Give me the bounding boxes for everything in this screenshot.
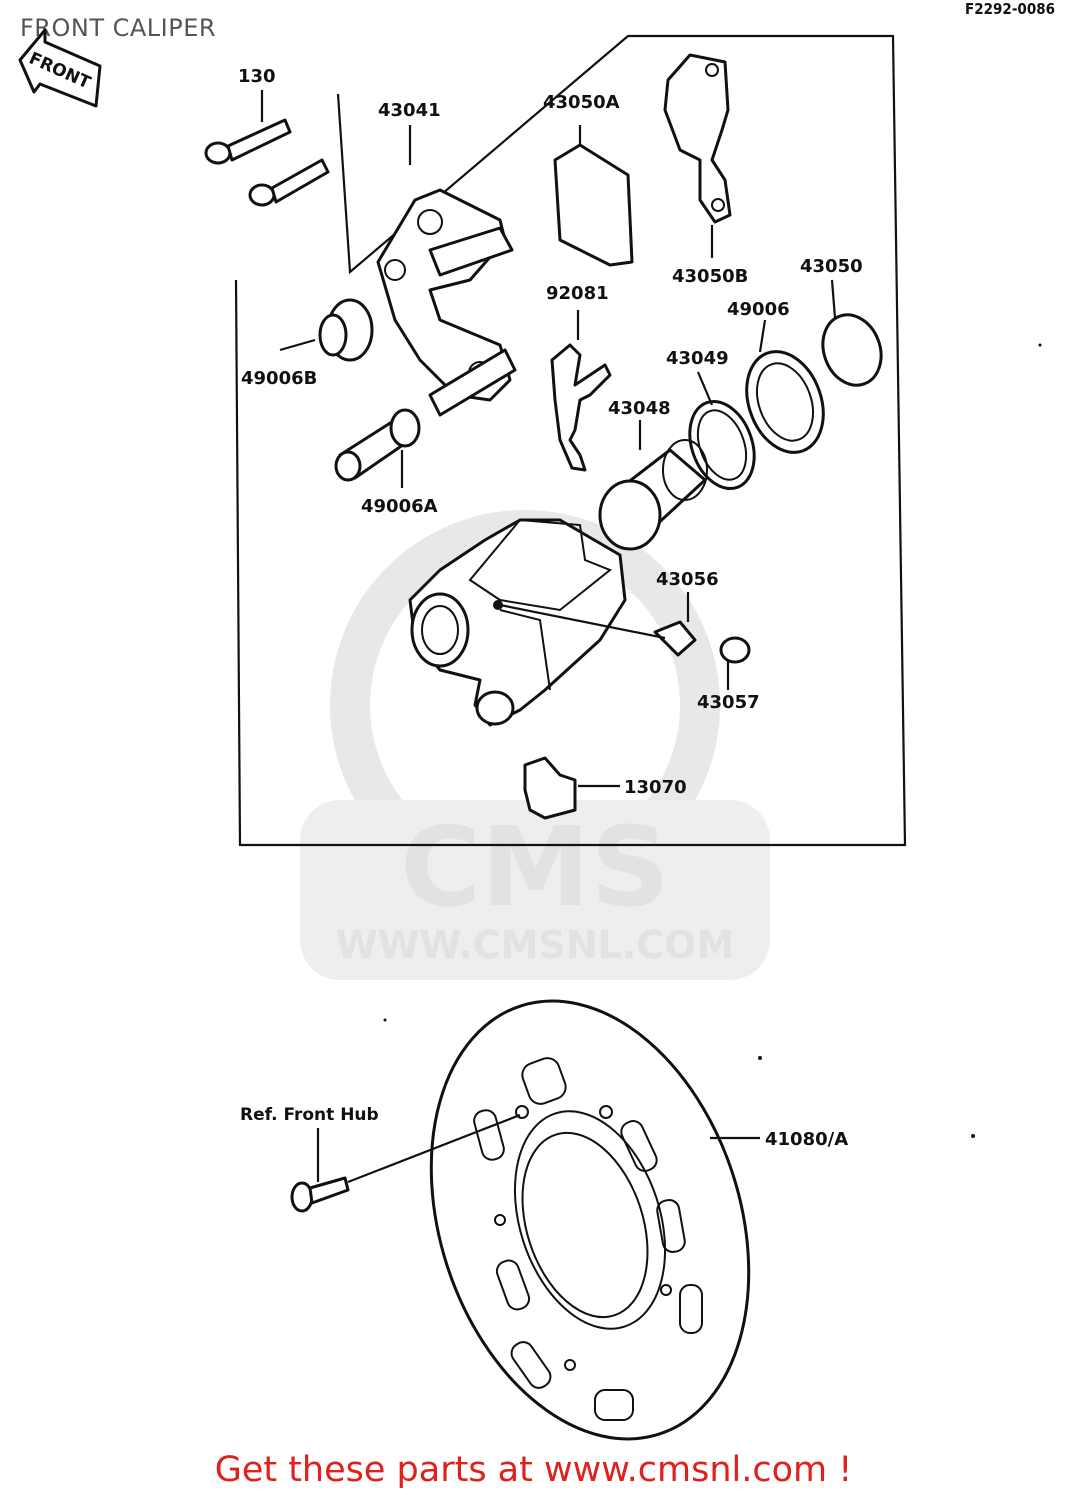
label-43050: 43050 bbox=[800, 256, 863, 277]
label-43041: 43041 bbox=[378, 100, 441, 121]
piston-cap-43050-icon bbox=[821, 279, 883, 387]
label-43049: 43049 bbox=[666, 348, 729, 369]
label-43056: 43056 bbox=[656, 569, 719, 590]
assembly-boundary bbox=[234, 34, 907, 847]
label-92081: 92081 bbox=[546, 283, 609, 304]
pad-spring-92081-icon bbox=[550, 310, 612, 472]
bolt-130-icon bbox=[204, 90, 330, 207]
brake-pad-43050A-icon bbox=[553, 125, 634, 267]
bleeder-valve-43056-icon bbox=[499, 592, 697, 657]
watermark-brand: CMS bbox=[400, 803, 669, 931]
parts-diagram: CMS WWW.CMSNL.COM FRONT bbox=[18, 28, 1042, 1441]
bleeder-cap-43057-icon bbox=[719, 636, 751, 690]
piston-43048-icon bbox=[598, 420, 708, 551]
part-labels: 130 43041 43050A 43050B 43050 92081 4900… bbox=[238, 66, 863, 1150]
watermark-url: WWW.CMSNL.COM bbox=[336, 923, 735, 967]
caliper-bracket-43041-icon bbox=[376, 125, 517, 417]
label-ref-front-hub: Ref. Front Hub bbox=[240, 1105, 379, 1125]
label-130: 130 bbox=[238, 66, 276, 87]
label-43050A: 43050A bbox=[543, 92, 620, 113]
brake-pad-43050B-icon bbox=[663, 53, 732, 258]
hub-screw-icon bbox=[290, 1113, 521, 1213]
caliper-body-icon bbox=[408, 518, 627, 727]
dust-boot-49006B-icon bbox=[279, 298, 374, 362]
page-title: FRONT CALIPER bbox=[20, 14, 217, 42]
piston-boot-49006-icon bbox=[745, 319, 825, 454]
label-13070: 13070 bbox=[624, 777, 687, 798]
label-49006: 49006 bbox=[727, 299, 790, 320]
label-49006B: 49006B bbox=[241, 368, 317, 389]
diagram-code: F2292-0086 bbox=[965, 0, 1055, 18]
footer-cta-link[interactable]: Get these parts at www.cmsnl.com ! bbox=[214, 1450, 853, 1490]
clip-13070-icon bbox=[523, 756, 620, 820]
slide-pin-49006A-icon bbox=[334, 408, 421, 488]
label-43048: 43048 bbox=[608, 398, 671, 419]
brake-disc-41080A-icon bbox=[429, 999, 760, 1441]
label-49006A: 49006A bbox=[361, 496, 438, 517]
label-41080A: 41080/A bbox=[765, 1129, 848, 1150]
front-arrow-icon: FRONT bbox=[18, 28, 102, 108]
label-43050B: 43050B bbox=[672, 266, 748, 287]
label-43057: 43057 bbox=[697, 692, 760, 713]
